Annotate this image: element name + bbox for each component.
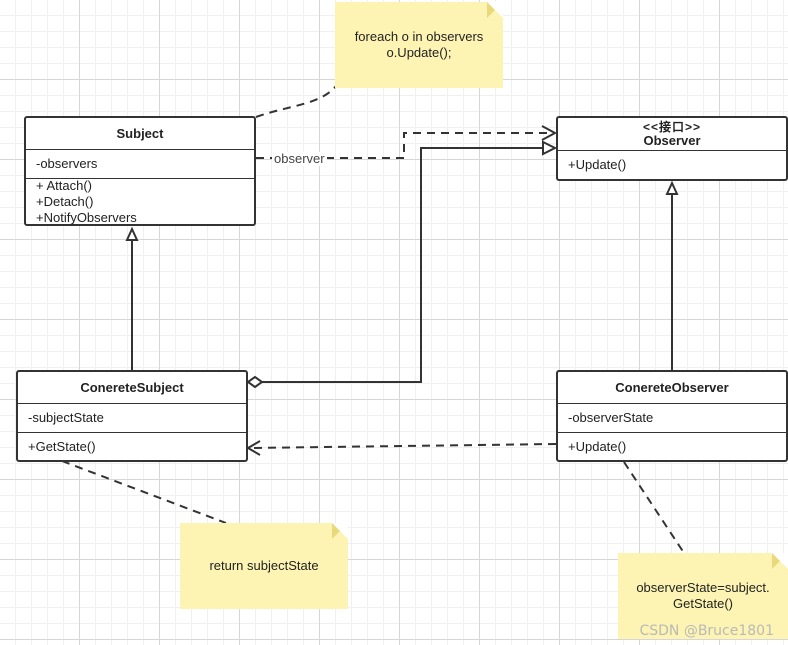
- note-update-line-2: GetState(): [673, 596, 733, 611]
- realization-arrowhead-observer: [665, 180, 679, 195]
- interface-observer-name: Observer: [643, 133, 701, 148]
- edge-label-observer: observer: [272, 151, 327, 166]
- hollow-arrowhead-aggregation: [542, 140, 558, 156]
- class-concrete-subject-attributes: -subjectState: [18, 404, 246, 433]
- dependency-subject-observer: [256, 132, 552, 159]
- note-notify-line-1: foreach o in observers: [354, 29, 484, 44]
- note-update[interactable]: observerState=subject. GetState(): [618, 553, 788, 639]
- class-subject-name: Subject: [26, 118, 254, 150]
- note-link-notify: [255, 85, 337, 118]
- interface-observer-header: <<接口>> Observer: [558, 118, 786, 151]
- aggregation-concretesubject-observer: [262, 147, 543, 383]
- generalization-arrowhead-subject: [125, 226, 139, 241]
- open-arrowhead-getstate: [246, 440, 261, 456]
- class-subject[interactable]: Subject -observers + Attach() +Detach() …: [24, 116, 256, 226]
- class-concrete-subject[interactable]: ConereteSubject -subjectState +GetState(…: [16, 370, 248, 462]
- note-corner-cut: [772, 553, 788, 569]
- note-notify-line-2: o.Update();: [386, 45, 452, 60]
- class-subject-attributes: -observers: [26, 150, 254, 179]
- method-notify-observers: +NotifyObservers: [36, 209, 137, 225]
- attribute-observers: -observers: [36, 156, 98, 171]
- note-notify[interactable]: foreach o in observers o.Update();: [335, 2, 503, 88]
- note-corner-cut: [487, 2, 503, 18]
- note-link-get-state: [61, 460, 227, 524]
- method-update-concrete: +Update(): [568, 438, 627, 454]
- method-update: +Update(): [568, 157, 627, 172]
- class-concrete-subject-name: ConereteSubject: [18, 372, 246, 404]
- class-concrete-observer-attributes: -observerState: [558, 404, 786, 433]
- class-subject-methods: + Attach() +Detach() +NotifyObservers: [26, 177, 254, 225]
- method-attach: + Attach(): [36, 177, 92, 193]
- attribute-subject-state: -subjectState: [28, 410, 104, 425]
- interface-stereotype: <<接口>>: [642, 120, 702, 134]
- class-concrete-subject-methods: +GetState(): [18, 433, 246, 460]
- attribute-observer-state: -observerState: [568, 410, 654, 425]
- watermark: CSDN @Bruce1801: [639, 623, 774, 639]
- note-update-line-1: observerState=subject.: [636, 580, 770, 595]
- note-get-state-line-1: return subjectState: [209, 558, 319, 573]
- method-get-state: +GetState(): [28, 438, 96, 454]
- note-get-state[interactable]: return subjectState: [180, 523, 348, 609]
- dependency-concreteobserver-concretesubject: [249, 443, 557, 449]
- open-arrowhead-dependency: [541, 125, 558, 141]
- note-corner-cut: [332, 523, 348, 539]
- aggregation-diamond: [246, 375, 264, 389]
- class-concrete-observer-name: ConereteObserver: [558, 372, 786, 404]
- interface-observer[interactable]: <<接口>> Observer +Update(): [556, 116, 788, 181]
- method-detach: +Detach(): [36, 193, 94, 209]
- note-link-update: [623, 461, 685, 554]
- interface-observer-methods: +Update(): [558, 151, 786, 179]
- class-concrete-observer[interactable]: ConereteObserver -observerState +Update(…: [556, 370, 788, 462]
- class-concrete-observer-methods: +Update(): [558, 433, 786, 460]
